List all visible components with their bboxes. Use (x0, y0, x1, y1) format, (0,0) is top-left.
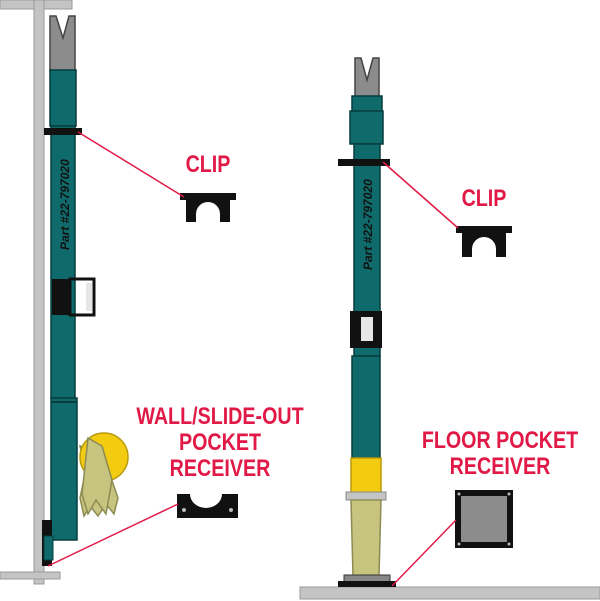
left-bar-latch-handle (68, 277, 96, 317)
wall-receiver-label-line: WALL/SLIDE-OUT (136, 403, 304, 430)
left-bar-clip-mount (44, 128, 82, 135)
wall-receiver-label-line: RECEIVER (169, 455, 271, 482)
leader-floor-receiver (391, 519, 457, 587)
wall-floor-base (0, 571, 61, 580)
right-cargo-bar: Part #22-797020 (338, 57, 396, 587)
floor-receiver-screw (457, 542, 461, 546)
clip-right-body (462, 233, 506, 257)
floor-receiver-label-line: FLOOR POCKET (421, 427, 579, 454)
leader-lines (47, 131, 459, 587)
leader-wall-receiver (47, 503, 179, 567)
clip-left-top (180, 193, 236, 200)
floor-receiver-label: FLOOR POCKET RECEIVER (380, 428, 600, 480)
right-bar-clip-mount (338, 159, 390, 166)
right-bar-upper-tube (351, 95, 383, 113)
wall-pocket-receiver (177, 494, 238, 518)
clip-detail-right (456, 226, 512, 257)
clip-label-right: CLIP (461, 185, 507, 212)
clip-label-left: CLIP (185, 151, 231, 178)
wall-receiver-screw-right (229, 508, 233, 512)
left-bar-latch-inner (86, 283, 92, 311)
floor-receiver-screw (507, 492, 511, 496)
left-bar-part-number: Part #22-797020 (58, 159, 72, 250)
right-bar-latch-window (361, 317, 373, 341)
right-bar-base-pad (338, 581, 396, 587)
floor-receiver-center (461, 496, 507, 542)
leader-clip-left (77, 131, 185, 198)
right-bar-yellow-sleeve (350, 457, 382, 495)
floor-receiver-screw (457, 492, 461, 496)
left-bar-main-tube (50, 125, 76, 399)
right-bar-khaki-foot (350, 499, 382, 577)
right-bar-part-number: Part #22-797020 (361, 179, 375, 270)
right-bar-top-jaw (354, 57, 380, 99)
left-bar-lever-front (81, 436, 113, 516)
clip-left-body (186, 200, 230, 222)
floor-receiver-label-line: RECEIVER (449, 453, 551, 480)
floor-pocket-receiver (455, 490, 513, 548)
left-bar-latch (52, 279, 70, 315)
left-bar-foot-plate (43, 535, 54, 561)
wall-receiver-shape (177, 494, 238, 518)
right-bar-collar (349, 110, 384, 145)
left-bar-lower-tube (50, 397, 78, 541)
clip-detail-left (180, 193, 236, 222)
right-bar-band (345, 491, 387, 501)
wall-receiver-screw-left (182, 508, 186, 512)
leader-clip-right (382, 161, 459, 229)
left-bar-upper-tube (49, 69, 77, 127)
clip-right-top (456, 226, 512, 233)
floor (299, 586, 600, 600)
left-bar-top-jaw (49, 15, 76, 73)
left-cargo-bar: Part #22-797020 (42, 15, 129, 566)
wall-receiver-label-line: POCKET (178, 429, 261, 456)
right-bar-base-plate (343, 574, 391, 583)
right-bar-lower-tube (351, 355, 381, 459)
wall-receiver-label: WALL/SLIDE-OUT POCKET RECEIVER (100, 404, 340, 482)
floor-receiver-screw (507, 542, 511, 546)
wall-post (33, 0, 45, 585)
